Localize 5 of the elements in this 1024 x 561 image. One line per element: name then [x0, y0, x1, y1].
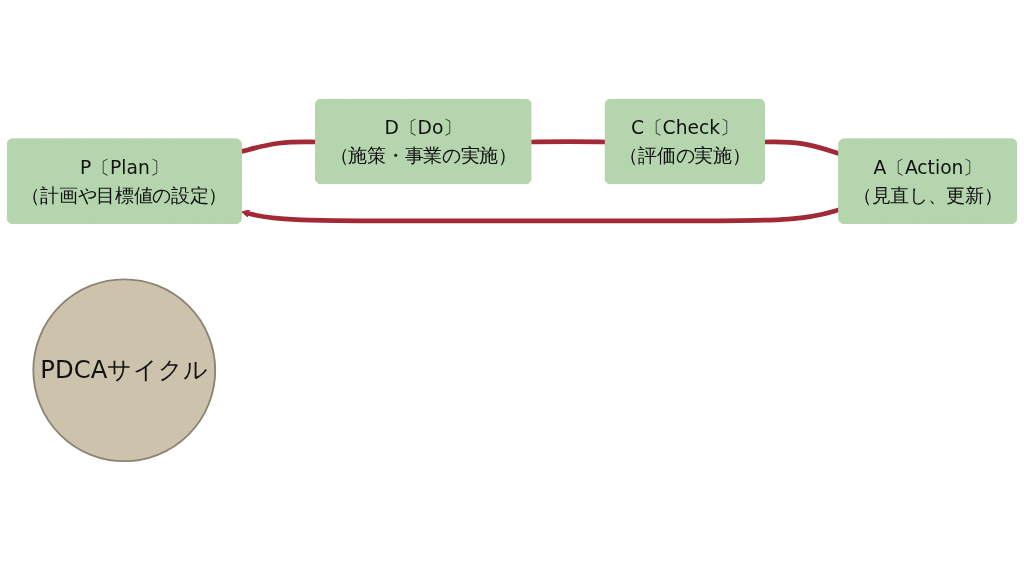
- arrow: [241, 207, 841, 224]
- connector: [240, 139, 317, 155]
- connector: [764, 139, 841, 157]
- node-circle: PDCAサイクル: [32, 278, 217, 463]
- connector: [531, 139, 606, 145]
